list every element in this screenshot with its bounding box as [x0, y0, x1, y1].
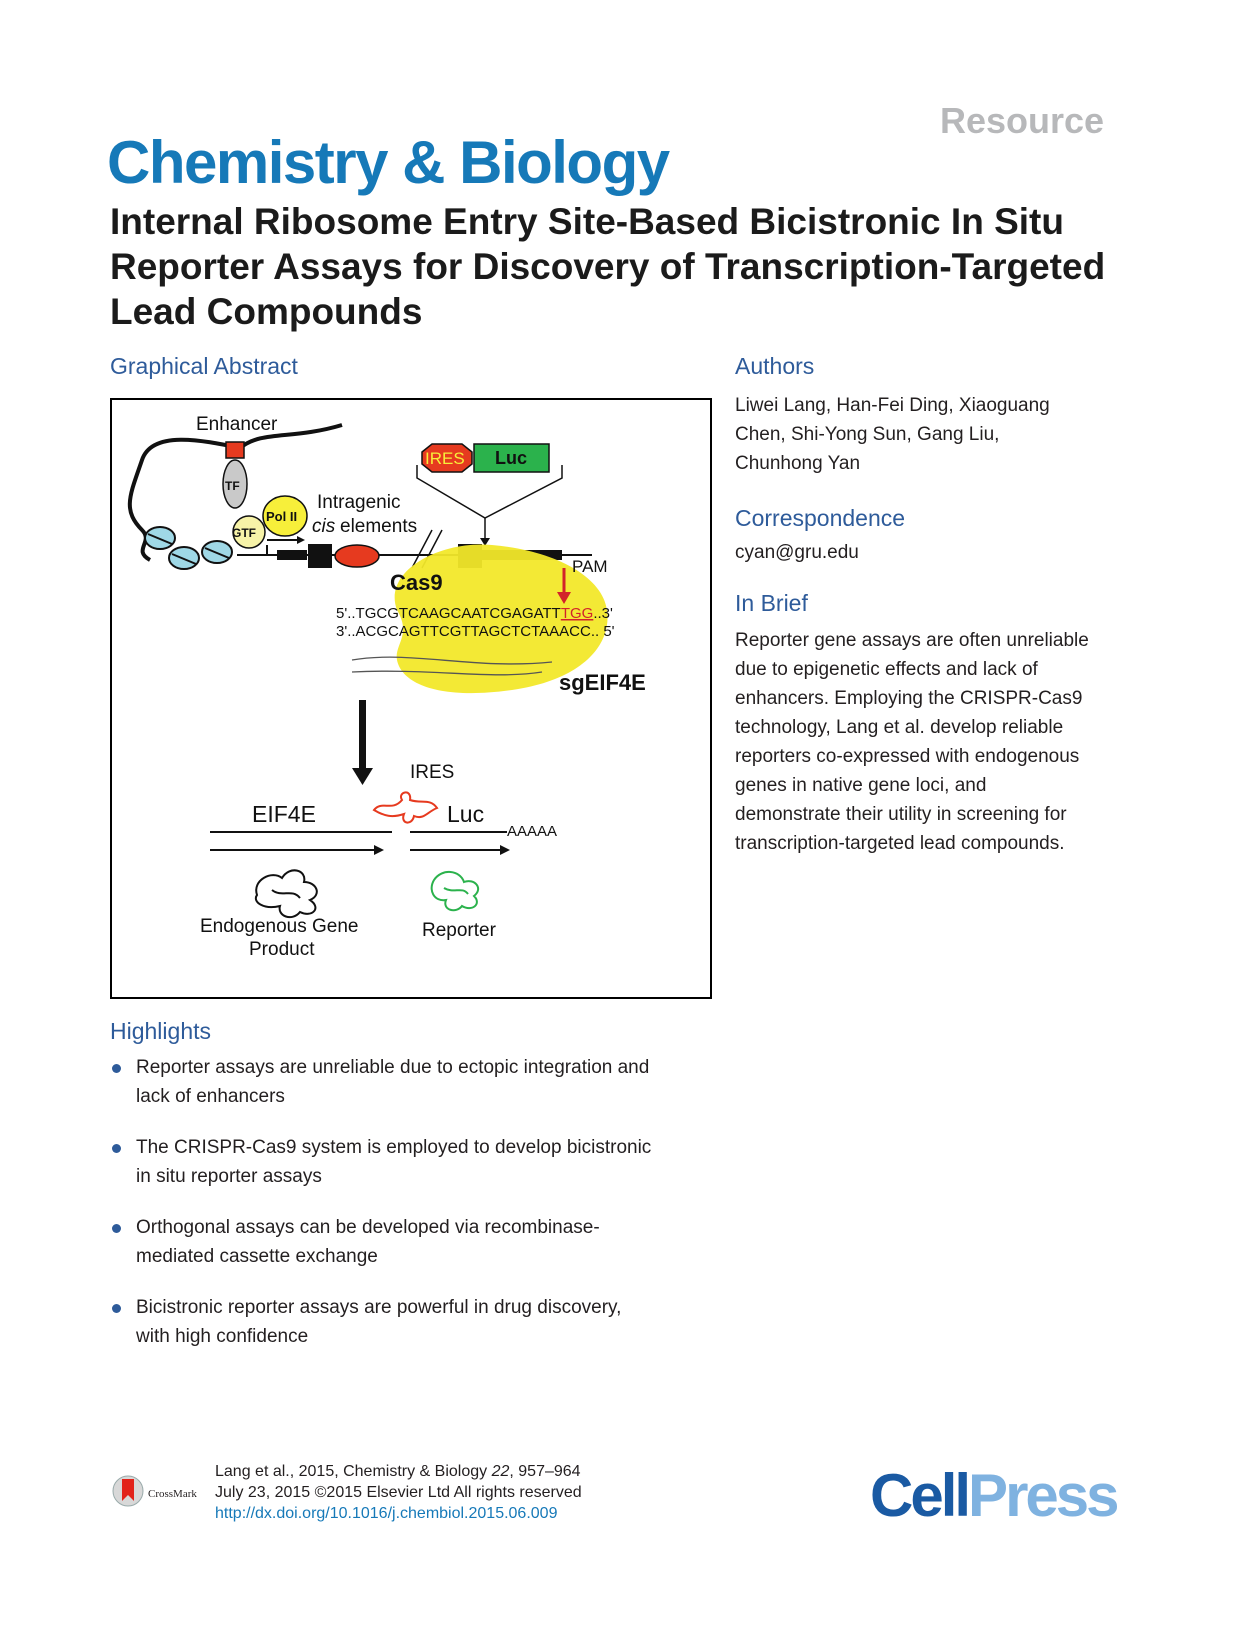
cis-label: cis [312, 516, 336, 537]
in-brief-line: due to epigenetic effects and lack of [735, 659, 1038, 680]
in-brief-line: technology, Lang et al. develop reliable [735, 717, 1064, 738]
authors-line: Chunhong Yan [735, 453, 861, 474]
authors-heading: Authors [735, 353, 815, 379]
cas9-icon [394, 544, 608, 694]
gtf-icon [232, 515, 266, 549]
highlight-item: The CRISPR-Cas9 system is employed to de… [110, 1133, 730, 1191]
elements-label: elements [340, 516, 417, 537]
bullet-icon [112, 1064, 121, 1073]
authors-line: Liwei Lang, Han-Fei Ding, Xiaoguang [735, 395, 1050, 416]
in-brief-heading: In Brief [735, 590, 808, 616]
exon-block [277, 550, 307, 560]
ires-label: IRES [410, 762, 454, 783]
exon-block [308, 544, 332, 568]
cellpress-logo: CellPress [870, 1462, 1120, 1529]
down-arrow-icon [359, 700, 366, 770]
ires-box-label: IRES [425, 449, 465, 468]
endogenous-label-line2: Product [249, 939, 315, 960]
bullet-icon [112, 1224, 121, 1233]
article-title: Internal Ribosome Entry Site-Based Bicis… [110, 201, 1106, 332]
graphical-abstract-heading: Graphical Abstract [110, 353, 298, 379]
reporter-label: Reporter [422, 920, 497, 941]
pam-label: PAM [572, 557, 608, 576]
highlights-heading: Highlights [110, 1018, 211, 1044]
endogenous-protein-icon [254, 869, 318, 919]
pol2-label: Pol II [266, 509, 297, 524]
highlights-list: Reporter assays are unreliable due to ec… [110, 1053, 730, 1373]
tf-label: TF [225, 479, 240, 493]
tf-icon [222, 459, 248, 509]
journal-name: Chemistry & Biology [107, 129, 670, 196]
endogenous-label-line1: Endogenous Gene [200, 916, 358, 937]
in-brief-line: enhancers. Employing the CRISPR-Cas9 [735, 688, 1083, 709]
sg-label: sgEIF4E [559, 670, 646, 695]
pol2-icon [262, 495, 308, 537]
correspondence-email[interactable]: cyan@gru.edu [735, 542, 859, 563]
graphical-abstract-figure: Enhancer TF GTF Pol II Intragenic cis el… [110, 398, 712, 999]
in-brief-line: transcription-targeted lead compounds. [735, 833, 1065, 854]
sequence-bottom: 3'..ACGCAGTTCGTTAGCTCTAAACC.. 5' [336, 623, 615, 640]
luc-box-label: Luc [495, 448, 527, 468]
luc-label: Luc [447, 801, 484, 827]
polya-label: AAAAA [507, 823, 557, 840]
cis-element-icon [334, 544, 380, 568]
ires-box-icon [421, 443, 473, 473]
citation-line: Lang et al., 2015, Chemistry & Biology 2… [215, 1463, 581, 1480]
svg-text:CrossMark: CrossMark [148, 1488, 197, 1500]
correspondence-heading: Correspondence [735, 505, 906, 531]
in-brief-line: reporters co-expressed with endogenous [735, 746, 1080, 767]
highlight-item: Bicistronic reporter assays are powerful… [110, 1293, 730, 1351]
ires-structure-icon [372, 791, 439, 824]
article-type-label: Resource [940, 100, 1105, 141]
crossmark-icon: CrossMark [112, 1475, 197, 1507]
in-brief-line: genes in native gene loci, and [735, 775, 987, 796]
authors-line: Chen, Shi-Yong Sun, Gang Liu, [735, 424, 1000, 445]
eif4e-label: EIF4E [252, 801, 316, 827]
highlight-item: Orthogonal assays can be developed via r… [110, 1213, 730, 1271]
cas9-label: Cas9 [390, 570, 443, 595]
sequence-top: 5'..TGCGTCAAGCAATCGAGATTTGG..3' [336, 605, 613, 622]
intragenic-label: Intragenic [317, 492, 400, 513]
citation-block: Lang et al., 2015, Chemistry & Biology 2… [215, 1461, 582, 1524]
in-brief-text: Reporter gene assays are often unreliabl… [735, 626, 1135, 858]
enhancer-icon [225, 441, 245, 459]
luc-box-icon [473, 443, 550, 473]
copyright-line: July 23, 2015 ©2015 Elsevier Ltd All rig… [215, 1484, 582, 1501]
in-brief-line: demonstrate their utility in screening f… [735, 804, 1067, 825]
enhancer-label: Enhancer [196, 414, 278, 435]
doi-link[interactable]: http://dx.doi.org/10.1016/j.chembiol.201… [215, 1505, 558, 1522]
crossmark-logo[interactable]: CrossMark [112, 1473, 212, 1518]
highlight-item: Reporter assays are unreliable due to ec… [110, 1053, 730, 1111]
authors-list: Liwei Lang, Han-Fei Ding, Xiaoguang Chen… [735, 391, 1050, 478]
bullet-icon [112, 1144, 121, 1153]
nucleosome-icon [144, 526, 233, 570]
gtf-label: GTF [232, 526, 256, 540]
in-brief-line: Reporter gene assays are often unreliabl… [735, 630, 1089, 651]
reporter-protein-icon [430, 871, 480, 912]
bullet-icon [112, 1304, 121, 1313]
